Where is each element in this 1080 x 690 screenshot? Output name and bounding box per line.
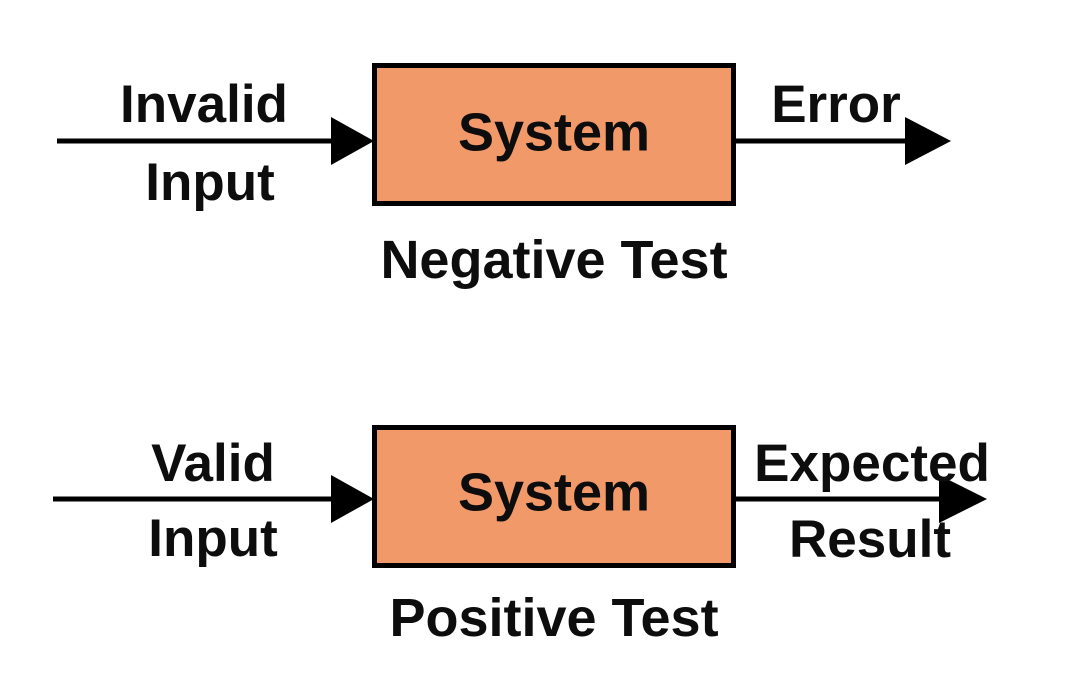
invalid-input-arrow-head — [331, 117, 374, 165]
valid-input-arrow-head — [331, 475, 374, 523]
system-box-positive-label: System — [458, 462, 650, 522]
negative-test-caption: Negative Test — [380, 230, 727, 290]
valid-input-label-line1: Valid — [151, 434, 275, 493]
expected-result-output-arrow — [736, 475, 987, 523]
invalid-input-arrow — [57, 117, 374, 165]
expected-result-label-line1: Expected — [754, 434, 990, 493]
valid-input-arrow — [53, 475, 374, 523]
system-box-positive[interactable] — [372, 425, 736, 568]
expected-result-label-line2: Result — [789, 510, 951, 569]
invalid-input-label-line1: Invalid — [120, 75, 288, 134]
error-output-label-line1: Error — [771, 75, 901, 134]
error-output-arrow-head — [905, 117, 951, 165]
error-output-arrow — [736, 117, 951, 165]
system-box-negative-label: System — [458, 102, 650, 162]
positive-test-flow: Valid Input System Expected Result Posit… — [53, 425, 990, 648]
positive-test-caption: Positive Test — [389, 588, 718, 648]
expected-result-output-arrow-head — [939, 475, 987, 523]
valid-input-label-line2: Input — [148, 509, 278, 568]
negative-test-flow: Invalid Input System Error Negative Test — [57, 63, 951, 290]
system-box-negative[interactable] — [372, 63, 736, 206]
invalid-input-label-line2: Input — [145, 153, 275, 212]
